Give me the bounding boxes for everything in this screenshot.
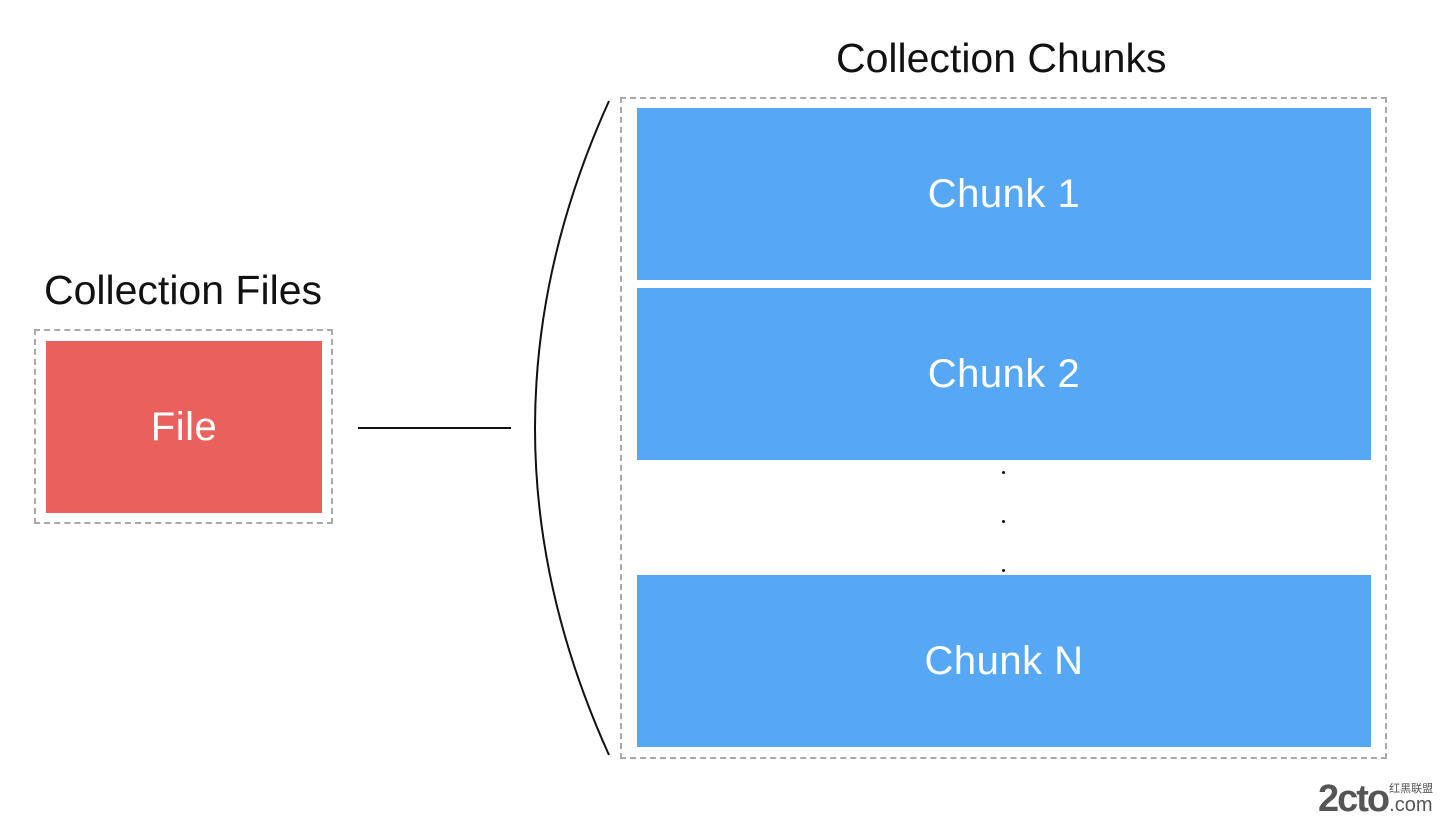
file-block: File (46, 341, 322, 513)
chunk-block-1: Chunk 1 (637, 108, 1371, 280)
watermark-stack: 红黑联盟 .com (1389, 783, 1434, 816)
ellipsis-dot (1002, 569, 1005, 572)
collection-chunks-container (620, 97, 1387, 759)
collection-files-container (34, 329, 333, 524)
watermark-main: 2cto (1318, 778, 1390, 820)
watermark-sub: 红黑联盟 (1389, 783, 1434, 795)
chunk-block-n: Chunk N (637, 575, 1371, 747)
chunk-label-n: Chunk N (924, 638, 1084, 683)
chunk-block-2: Chunk 2 (637, 288, 1371, 460)
ellipsis-dot (1002, 520, 1005, 523)
ellipsis-dot (1002, 471, 1005, 474)
chunk-label-2: Chunk 2 (927, 351, 1081, 396)
watermark-logo: 2cto 红黑联盟 .com (1318, 778, 1433, 818)
chunk-label-1: Chunk 1 (927, 171, 1081, 216)
file-block-label: File (150, 404, 218, 449)
collection-files-title: Collection Files (44, 267, 322, 313)
watermark-tld: .com (1389, 794, 1433, 816)
collection-chunks-title: Collection Chunks (836, 35, 1167, 81)
brace-curve (534, 100, 610, 756)
